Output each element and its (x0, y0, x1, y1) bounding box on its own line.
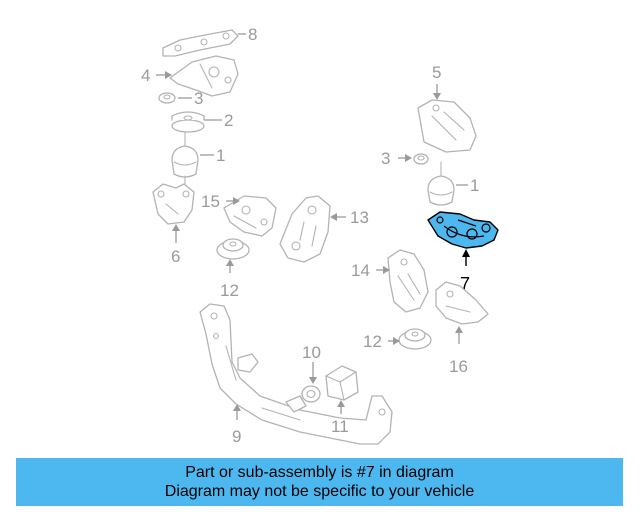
callout-1-left: 1 (216, 146, 225, 165)
callout-8: 8 (248, 25, 257, 44)
banner-line-1: Part or sub-assembly is #7 in diagram (185, 464, 454, 481)
part-14-bracket (387, 249, 429, 313)
callout-3-right: 3 (381, 149, 390, 168)
callout-13: 13 (350, 208, 369, 227)
part-12-mount-left (216, 238, 250, 260)
callout-15: 15 (201, 192, 220, 211)
part-9-crossmember (199, 303, 393, 445)
info-banner: Part or sub-assembly is #7 in diagram Di… (16, 458, 623, 506)
part-2-washer (171, 111, 205, 133)
part-15-bracket (223, 195, 277, 237)
callout-9: 9 (232, 427, 241, 446)
part-3-nut-right (413, 153, 429, 165)
callout-7: 7 (460, 274, 470, 294)
part-11-block (325, 365, 359, 401)
part-3-nut-left (158, 92, 176, 104)
part-16-bracket (435, 281, 489, 325)
callout-10: 10 (302, 343, 321, 362)
part-13-bracket (279, 195, 331, 263)
part-5-bracket (417, 99, 477, 153)
callout-6: 6 (171, 247, 180, 266)
part-4-bracket (169, 55, 239, 97)
banner-line-2: Diagram may not be specific to your vehi… (164, 483, 475, 500)
callout-1-right: 1 (470, 176, 479, 195)
part-8-bracket (162, 29, 239, 57)
callout-14: 14 (351, 261, 370, 280)
part-1-insulator-left (171, 131, 199, 185)
part-12-mount-right (398, 328, 432, 350)
part-6-bracket (152, 183, 195, 225)
callout-4: 4 (141, 66, 150, 85)
callout-12-right: 12 (363, 332, 382, 351)
part-10-bushing (285, 385, 321, 413)
callout-11: 11 (331, 417, 349, 436)
part-7-bracket-highlighted[interactable] (427, 211, 499, 249)
callout-16: 16 (449, 357, 468, 376)
callout-12-left: 12 (220, 281, 239, 300)
callout-5: 5 (432, 63, 441, 82)
part-1-insulator-right (427, 161, 455, 206)
callout-2: 2 (224, 111, 233, 130)
callout-3-left: 3 (194, 89, 203, 108)
